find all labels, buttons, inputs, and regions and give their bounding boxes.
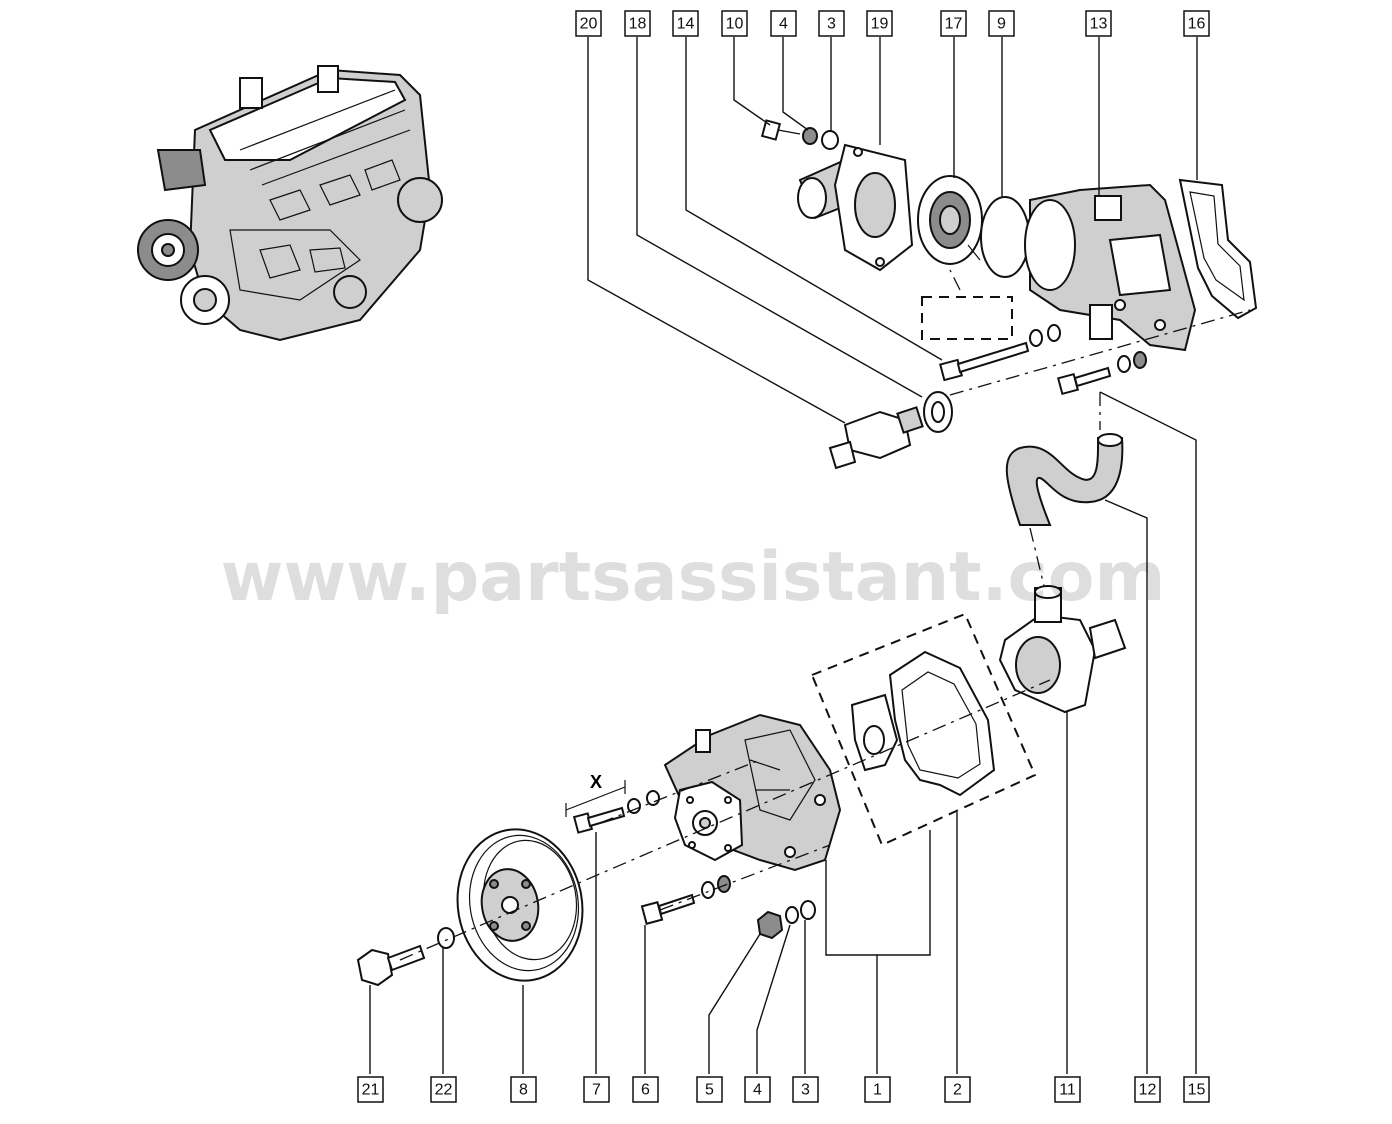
water-inlet-11-part <box>998 585 1127 714</box>
callout-label: 10 <box>726 16 744 33</box>
water-pump-group: X <box>356 585 1127 987</box>
callout-label: 19 <box>871 16 889 33</box>
kit-outline-box <box>921 296 1013 340</box>
o-ring-9-part <box>980 196 1030 278</box>
callout-label: 20 <box>580 16 598 33</box>
callout-box: 2 <box>944 1076 971 1103</box>
pump-gasket-2-part <box>888 650 996 797</box>
callout-label: 13 <box>1090 16 1108 33</box>
nut-5-part <box>756 910 784 940</box>
thermostat-housing-group <box>760 119 1258 591</box>
callout-box: 16 <box>1183 10 1210 37</box>
stud-7-part <box>572 790 660 834</box>
washer-4-part <box>802 127 818 145</box>
callout-bottom-row: 21 22 8 7 6 5 4 3 1 2 11 12 15 <box>357 1076 1210 1103</box>
callout-box: 21 <box>357 1076 384 1103</box>
callout-label: 7 <box>592 1082 601 1099</box>
washer-on-bolt-14-b <box>1047 324 1061 342</box>
callout-label: 17 <box>945 16 963 33</box>
callout-box: 20 <box>575 10 602 37</box>
gasket-kit-outline <box>810 612 1037 847</box>
callout-box: 22 <box>430 1076 457 1103</box>
callout-box: 15 <box>1183 1076 1210 1103</box>
callout-label: 12 <box>1139 1082 1157 1099</box>
callout-label: 9 <box>997 16 1006 33</box>
callout-label: 3 <box>827 16 836 33</box>
callout-box: 6 <box>632 1076 659 1103</box>
callout-label: 1 <box>873 1082 882 1099</box>
callout-label: 21 <box>362 1082 380 1099</box>
callout-box: 4 <box>770 10 797 37</box>
callout-box: 4 <box>744 1076 771 1103</box>
callout-label: 16 <box>1188 16 1206 33</box>
washer-3-lower-part <box>800 900 816 920</box>
callout-box: 12 <box>1134 1076 1161 1103</box>
callout-box: 18 <box>624 10 651 37</box>
callout-label: 14 <box>677 16 695 33</box>
callout-box: 3 <box>792 1076 819 1103</box>
engine-overview-illustration <box>137 65 443 342</box>
callout-box: 7 <box>583 1076 610 1103</box>
bolt-21-part <box>356 944 426 987</box>
washer-on-bolt-14-a <box>1029 329 1043 347</box>
callout-label: 15 <box>1188 1082 1206 1099</box>
callout-label: 8 <box>519 1082 528 1099</box>
bolt-14-part <box>939 341 1030 382</box>
callout-label: 4 <box>753 1082 762 1099</box>
thermostat-housing-13-part <box>1024 183 1197 352</box>
callout-box: 14 <box>672 10 699 37</box>
bolt-15-part <box>1056 351 1147 396</box>
callout-box: 17 <box>940 10 967 37</box>
callout-label: 2 <box>953 1082 962 1099</box>
washer-22-part <box>437 927 455 949</box>
temperature-sensor-20-part <box>828 391 953 470</box>
dimension-x-label: X <box>590 772 602 792</box>
callout-label: 18 <box>629 16 647 33</box>
callout-box: 1 <box>864 1076 891 1103</box>
leader-lines <box>369 37 1198 1074</box>
callout-label: 3 <box>801 1082 810 1099</box>
bolt-10-part <box>760 119 801 141</box>
callout-box: 8 <box>510 1076 537 1103</box>
washer-3-part <box>821 130 839 150</box>
callout-box: 3 <box>818 10 845 37</box>
water-outlet-19-part <box>797 143 914 272</box>
callout-label: 5 <box>705 1082 714 1099</box>
washer-4-lower-part <box>785 906 799 924</box>
callout-box: 19 <box>866 10 893 37</box>
pulley-8-part <box>456 828 584 982</box>
callout-label: 11 <box>1059 1082 1076 1099</box>
callout-box: 13 <box>1085 10 1112 37</box>
callout-box: 5 <box>696 1076 723 1103</box>
dimension-x-marker: X <box>565 772 626 817</box>
watermark-text: www.partsassistant.com <box>221 538 1166 617</box>
callout-top-row: 20 18 14 10 4 3 19 17 9 13 16 <box>575 10 1210 37</box>
thermostat-17-part <box>917 175 983 265</box>
gasket-16-part <box>1178 178 1258 320</box>
callout-label: 22 <box>435 1082 453 1099</box>
bolt-6-part <box>640 875 731 925</box>
callout-label: 4 <box>779 16 788 33</box>
callout-label: 6 <box>641 1082 650 1099</box>
callout-box: 9 <box>988 10 1015 37</box>
callout-box: 10 <box>721 10 748 37</box>
water-pump-body-part <box>663 713 842 872</box>
hose-12-part <box>1005 433 1124 526</box>
callout-box: 11 <box>1054 1076 1081 1103</box>
